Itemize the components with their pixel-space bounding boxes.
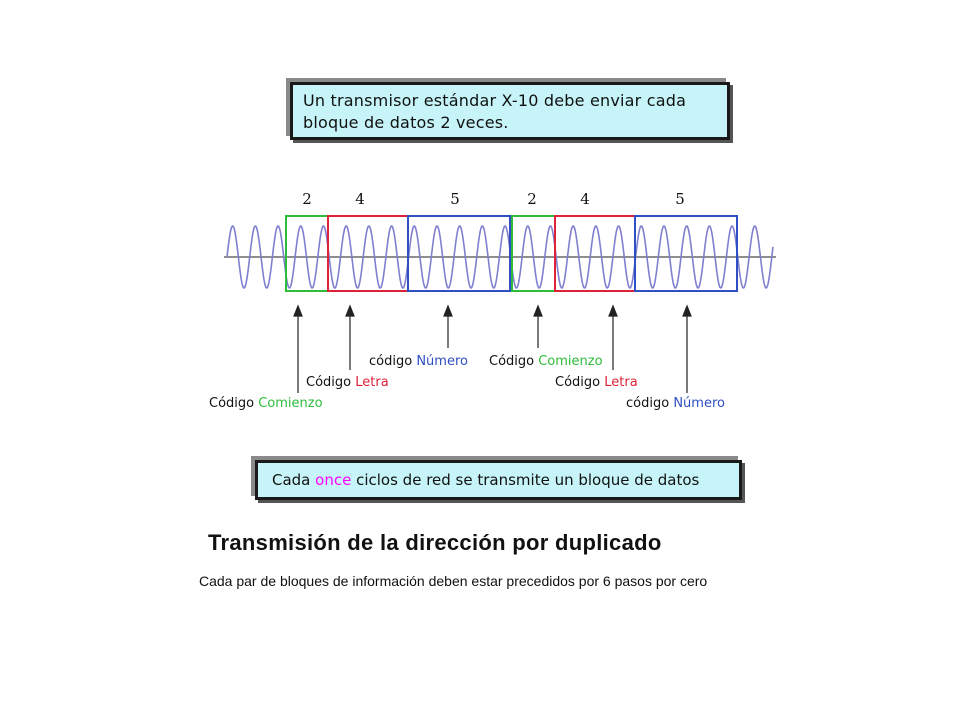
label-codigo-numero-1: código Número: [369, 354, 468, 369]
bottom-note-text-before: Cada: [272, 471, 316, 489]
bottom-note-box: Cada once ciclos de red se transmite un …: [255, 460, 742, 500]
slide-title: Transmisión de la dirección por duplicad…: [208, 530, 662, 555]
arrow-head: [608, 304, 618, 317]
bottom-note-highlight: once: [315, 471, 352, 489]
segment-number-label: 5: [450, 190, 460, 208]
label-codigo-comienzo-1: Código Comienzo: [209, 396, 323, 411]
sine-wave: [226, 225, 774, 289]
segment-number-label: 4: [355, 190, 365, 208]
label-codigo-comienzo-2: Código Comienzo: [489, 354, 603, 369]
top-note-text: Un transmisor estándar X-10 debe enviar …: [303, 91, 687, 132]
segment-number-label: 5: [675, 190, 685, 208]
bottom-note-text-after: ciclos de red se transmite un bloque de …: [351, 471, 700, 489]
segment-number-1: [407, 215, 511, 292]
top-note-box: Un transmisor estándar X-10 debe enviar …: [290, 82, 730, 140]
segment-number-label: 2: [302, 190, 312, 208]
label-codigo-numero-2: código Número: [626, 396, 725, 411]
label-codigo-letra-1: Código Letra: [306, 375, 389, 390]
pointer-arrows: [293, 304, 692, 393]
slide-caption: Cada par de bloques de información deben…: [199, 573, 708, 589]
arrow-head: [345, 304, 355, 317]
label-codigo-letra-2: Código Letra: [555, 375, 638, 390]
segment-number-label: 2: [527, 190, 537, 208]
arrow-head: [293, 304, 303, 317]
arrow-head: [533, 304, 543, 317]
arrow-head: [443, 304, 453, 317]
arrow-head: [682, 304, 692, 317]
segment-number-label: 4: [580, 190, 590, 208]
segment-number-2: [634, 215, 738, 292]
